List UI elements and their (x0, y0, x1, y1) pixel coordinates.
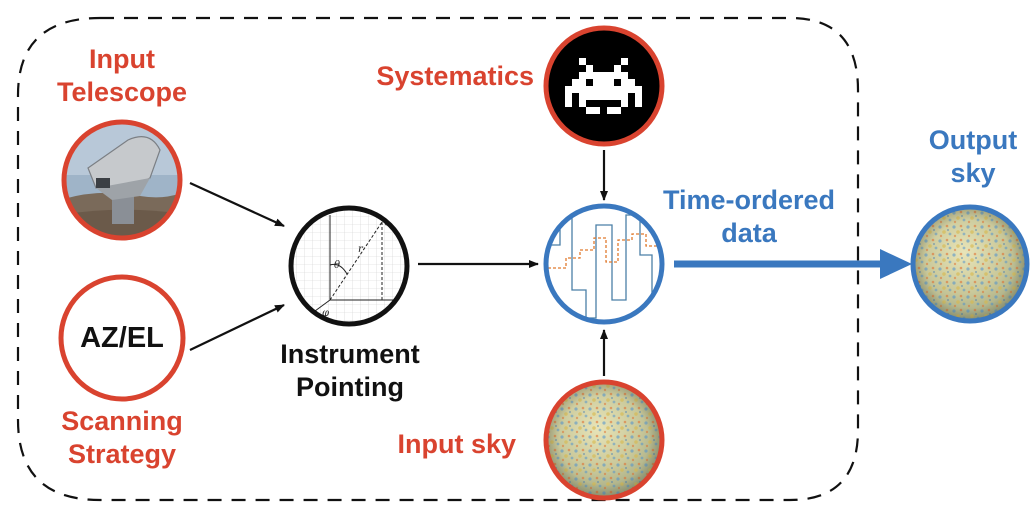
system-boundary (16, 16, 860, 502)
instrument-pointing-line2: Pointing (296, 372, 404, 402)
scanning-strategy-line2: Strategy (67, 439, 177, 469)
tod-line1: Time-ordered (662, 185, 836, 215)
systematics-node (543, 25, 665, 147)
output-sky-circle (910, 204, 1030, 324)
tod-signal-orange (548, 233, 662, 269)
arrow-scan-to-pointing (189, 304, 285, 351)
output-sky-line1: Output (928, 125, 1018, 155)
coordinate-sketch (299, 215, 396, 323)
output-sky-line2: sky (950, 158, 996, 188)
tod-circle (543, 203, 665, 325)
coord-label-theta: θ (334, 260, 340, 271)
telescope-image (87, 136, 161, 224)
coord-label-r: r (358, 244, 364, 255)
input-sky-node (543, 379, 665, 501)
instrument-node: (r, θ) r θ φ (288, 205, 410, 327)
scanning-strategy-line1: Scanning (61, 406, 183, 436)
instrument-pointing-line1: Instrument (280, 339, 420, 369)
tod-line2: data (721, 218, 777, 248)
azel-label: AZ/EL (80, 322, 164, 354)
scanning-strategy-label: Scanning Strategy (46, 405, 198, 471)
arrow-telescope-to-pointing (189, 181, 285, 228)
arrow-tod-to-output (674, 249, 912, 279)
scan-circle (58, 274, 186, 402)
telescope-node (61, 119, 183, 241)
input-sky-label: Input sky (397, 429, 516, 459)
telescope-circle (61, 119, 183, 241)
input-telescope-line1: Input (89, 44, 155, 74)
tod-label: Time-ordered data (646, 184, 852, 250)
output-sky-label: Output sky (918, 124, 1028, 190)
systematics-label: Systematics (376, 61, 534, 91)
instrument-pointing-label: Instrument Pointing (270, 338, 430, 404)
output-sky-node (910, 204, 1030, 324)
input-telescope-label: Input Telescope (56, 43, 188, 109)
space-invader-icon (565, 58, 642, 114)
instrument-circle (288, 205, 410, 327)
tod-node (543, 203, 665, 325)
input-sky-circle (543, 379, 665, 501)
coord-label-phi: φ (322, 308, 329, 319)
input-telescope-line2: Telescope (56, 77, 188, 107)
